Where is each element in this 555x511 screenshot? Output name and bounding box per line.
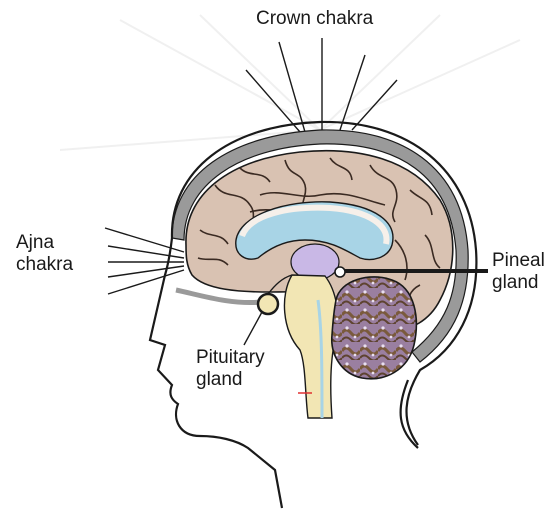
pituitary-gland-label: Pituitary gland bbox=[196, 347, 265, 391]
cerebellum bbox=[332, 277, 417, 379]
crown-chakra-label: Crown chakra bbox=[256, 8, 373, 30]
pineal-line-1: Pineal bbox=[492, 250, 545, 272]
pituitary-gland bbox=[258, 294, 278, 314]
pituitary-line-1: Pituitary bbox=[196, 347, 265, 369]
crown-chakra-text: Crown chakra bbox=[256, 8, 373, 29]
pineal-gland-label: Pineal gland bbox=[492, 250, 545, 294]
pituitary-line-2: gland bbox=[196, 369, 265, 391]
ajna-chakra-label: Ajna chakra bbox=[16, 232, 73, 276]
crown-chakra-rays bbox=[246, 38, 397, 132]
pituitary-pointer bbox=[244, 312, 262, 345]
ajna-line-1: Ajna bbox=[16, 232, 73, 254]
brain-stem bbox=[284, 275, 338, 418]
pineal-gland bbox=[335, 267, 345, 277]
ajna-line-2: chakra bbox=[16, 254, 73, 276]
pineal-line-2: gland bbox=[492, 272, 545, 294]
